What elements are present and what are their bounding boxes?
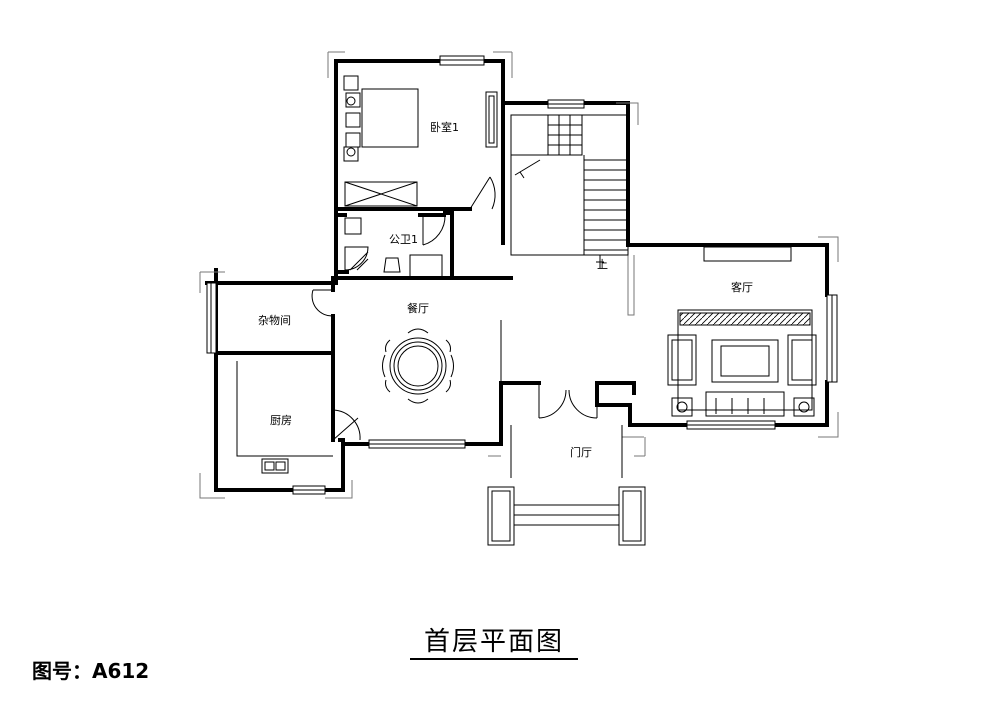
living-walls: [595, 380, 829, 427]
room-label-kitchen: 厨房: [270, 414, 292, 427]
bed: [361, 88, 419, 148]
entry-double-door: [538, 383, 598, 419]
room-label-foyer: 门厅: [570, 445, 592, 459]
vanity: [409, 254, 443, 278]
porch-pillar-right: [618, 486, 646, 546]
storage-kitchen-walls: [214, 268, 513, 442]
room-label-dining: 餐厅: [407, 301, 429, 315]
armchair-left: [667, 334, 697, 386]
storage-door: [311, 289, 334, 317]
windows: [206, 55, 838, 495]
rug-border-top: [679, 312, 811, 326]
plan-title: 首层平面图: [423, 627, 564, 657]
bedroom-door: [469, 176, 496, 210]
up-arrow: [596, 255, 604, 268]
shower-icon: [344, 246, 369, 271]
coffee-table: [711, 339, 779, 383]
nightstand-icon: [343, 146, 359, 162]
dining-table: [389, 337, 447, 395]
kitchen-counter: [236, 361, 333, 474]
bathroom-door: [422, 214, 446, 246]
stair-walls: [582, 101, 829, 297]
staircase: [510, 114, 629, 268]
sofa: [705, 391, 785, 417]
doors: [311, 176, 635, 441]
kitchen-sink-icon: [261, 458, 289, 474]
living-partition: [627, 255, 635, 316]
closet: [344, 181, 418, 207]
room-label-living: 客厅: [731, 280, 753, 294]
living-room-furniture: [667, 246, 817, 417]
side-table-icon: [671, 397, 693, 417]
nightstand-icon: [343, 75, 359, 91]
tv-cabinet: [703, 246, 792, 262]
bedroom-furniture: [343, 75, 498, 207]
wardrobe: [485, 91, 498, 148]
foyer-walls: [205, 281, 541, 492]
porch-pillar-left: [487, 486, 515, 546]
column-markers: [199, 51, 839, 499]
kitchen-door: [332, 409, 361, 441]
bathroom-walls: [334, 211, 454, 285]
pillow-icon: [345, 92, 361, 108]
dining-set: [382, 328, 454, 404]
chair-icon: [382, 328, 454, 404]
title-underline: [410, 658, 578, 660]
stair-up-label: 上: [597, 258, 608, 271]
armchair-right: [787, 334, 817, 386]
toilet-icon: [383, 257, 401, 273]
bedroom-walls: [334, 59, 550, 274]
side-table-icon: [793, 397, 815, 417]
porch-steps: [487, 425, 646, 546]
sink-icon: [344, 217, 362, 235]
room-label-bathroom: 公卫1: [389, 233, 418, 246]
drawing-number: 图号：A612: [32, 659, 150, 683]
bathroom-fixtures: [344, 217, 443, 278]
pillow-icon: [345, 132, 361, 148]
stair-direction-arrow: [514, 159, 541, 179]
room-label-storage: 杂物间: [258, 313, 291, 327]
room-label-bedroom: 卧室1: [430, 120, 459, 134]
pillow-icon: [345, 112, 361, 128]
